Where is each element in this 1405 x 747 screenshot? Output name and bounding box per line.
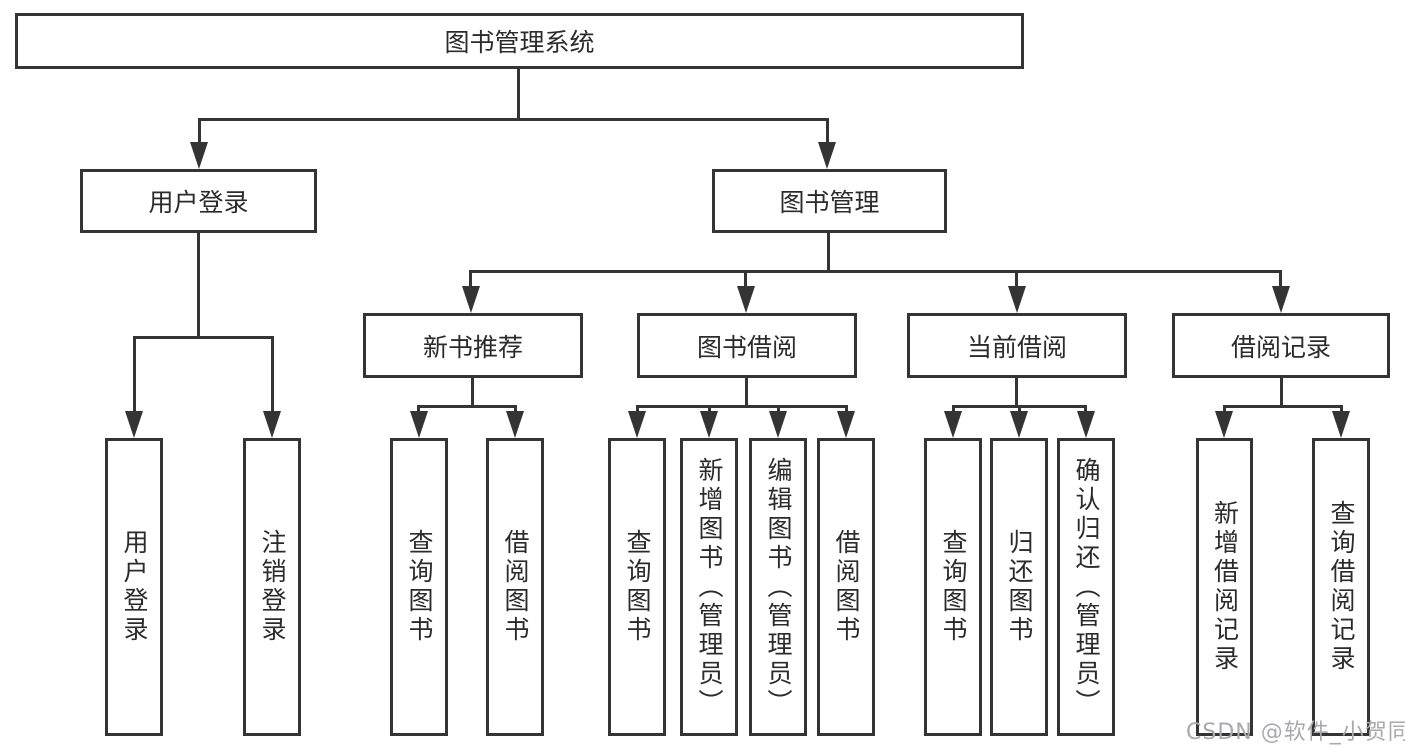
- connector-line: [708, 405, 711, 414]
- arrow-down-icon: [1272, 286, 1290, 313]
- arrow-down-icon: [700, 411, 718, 438]
- connector-line: [636, 405, 848, 408]
- connector-line: [417, 405, 420, 414]
- leaf-return-books: 归还图书: [990, 438, 1048, 736]
- connector-line: [1084, 405, 1087, 414]
- arrow-down-icon: [769, 411, 787, 438]
- leaf-add-borrow-record: 新增借阅记录: [1196, 438, 1253, 736]
- connector-line: [469, 270, 472, 288]
- connector-line: [271, 336, 274, 413]
- connector-line: [198, 118, 201, 144]
- node-borrowing-records: 借阅记录: [1172, 313, 1390, 378]
- arrow-down-icon: [1077, 411, 1095, 438]
- leaf-logout: 注销登录: [243, 438, 301, 736]
- connector-line: [845, 405, 848, 414]
- watermark: CSDN @软件_小贺同学: [1186, 720, 1405, 745]
- arrow-down-icon: [1332, 411, 1350, 438]
- connector-line: [1015, 378, 1018, 408]
- node-book-management: 图书管理: [712, 169, 947, 233]
- leaf-query-books-borrowing: 查询图书: [608, 438, 666, 736]
- node-new-book-recommendation: 新书推荐: [363, 313, 583, 378]
- connector-line: [1223, 405, 1343, 408]
- leaf-add-book-admin: 新增图书（管理员）: [680, 438, 738, 736]
- connector-line: [827, 231, 830, 273]
- leaf-query-books-current: 查询图书: [924, 438, 982, 736]
- leaf-query-books-recommend: 查询图书: [390, 438, 448, 736]
- connector-line: [1018, 405, 1021, 414]
- connector-line: [133, 336, 274, 339]
- arrow-down-icon: [1010, 411, 1028, 438]
- connector-line: [777, 405, 780, 414]
- arrow-down-icon: [818, 142, 836, 169]
- leaf-query-borrow-record: 查询借阅记录: [1312, 438, 1370, 736]
- arrow-down-icon: [125, 411, 143, 438]
- connector-line: [1223, 405, 1226, 414]
- node-current-borrowing: 当前借阅: [907, 313, 1127, 378]
- connector-line: [744, 270, 747, 288]
- leaf-borrow-books-borrowing: 借阅图书: [817, 438, 875, 736]
- connector-line: [469, 270, 1282, 273]
- connector-line: [1340, 405, 1343, 414]
- leaf-confirm-return-admin: 确认归还（管理员）: [1057, 438, 1115, 736]
- node-user-login: 用户登录: [80, 169, 317, 233]
- connector-line: [198, 118, 829, 121]
- connector-line: [1280, 378, 1283, 408]
- connector-line: [133, 336, 136, 413]
- connector-line: [1279, 270, 1282, 288]
- arrow-down-icon: [263, 411, 281, 438]
- connector-line: [745, 378, 748, 408]
- arrow-down-icon: [1215, 411, 1233, 438]
- arrow-down-icon: [462, 286, 480, 313]
- arrow-down-icon: [190, 142, 208, 169]
- connector-line: [471, 378, 474, 408]
- connector-line: [197, 231, 200, 336]
- connector-line: [952, 405, 955, 414]
- arrow-down-icon: [1008, 286, 1026, 313]
- connector-line: [636, 405, 639, 414]
- connector-line: [417, 405, 517, 408]
- arrow-down-icon: [944, 411, 962, 438]
- connector-line: [514, 405, 517, 414]
- arrow-down-icon: [837, 411, 855, 438]
- arrow-down-icon: [737, 286, 755, 313]
- arrow-down-icon: [410, 411, 428, 438]
- leaf-edit-book-admin: 编辑图书（管理员）: [749, 438, 807, 736]
- connector-line: [517, 68, 520, 118]
- connector-line: [826, 118, 829, 144]
- leaf-user-login: 用户登录: [105, 438, 163, 736]
- arrow-down-icon: [628, 411, 646, 438]
- leaf-borrow-books-recommend: 借阅图书: [486, 438, 544, 736]
- node-library-system: 图书管理系统: [15, 13, 1024, 69]
- arrow-down-icon: [506, 411, 524, 438]
- node-book-borrowing: 图书借阅: [637, 313, 857, 378]
- connector-line: [1015, 270, 1018, 288]
